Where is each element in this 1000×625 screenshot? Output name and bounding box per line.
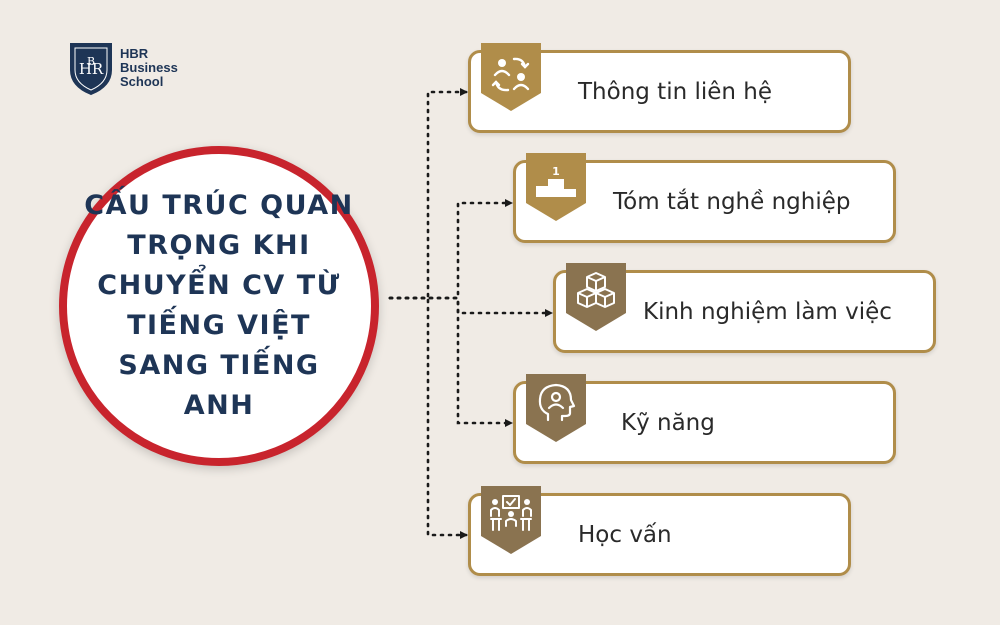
cubes-icon bbox=[577, 272, 615, 308]
item-label: Thông tin liên hệ bbox=[578, 78, 773, 105]
badge-ribbon bbox=[481, 43, 541, 113]
item-label: Học vấn bbox=[578, 521, 672, 548]
item-card-career-summary: 1 Tóm tắt nghề nghiệp bbox=[513, 153, 896, 243]
brand-logo: HR B HBR Business School bbox=[68, 40, 178, 96]
central-topic-circle: CẤU TRÚC QUAN TRỌNG KHI CHUYỂN CV TỪ TIẾ… bbox=[59, 146, 379, 466]
badge-ribbon bbox=[526, 374, 586, 444]
badge-ribbon bbox=[566, 263, 626, 333]
logo-line-3: School bbox=[120, 74, 164, 89]
central-title: CẤU TRÚC QUAN TRỌNG KHI CHUYỂN CV TỪ TIẾ… bbox=[84, 190, 354, 421]
connector-2 bbox=[388, 199, 513, 300]
shield-logo-icon: HR B bbox=[70, 43, 112, 96]
item-card-skills: Kỹ năng bbox=[513, 374, 896, 464]
item-card-work-experience: Kinh nghiệm làm việc bbox=[553, 263, 936, 353]
logo-text: HBR Business School bbox=[120, 47, 178, 89]
connector-4 bbox=[388, 296, 513, 427]
connector-1 bbox=[388, 88, 468, 300]
connector-5 bbox=[388, 296, 468, 539]
logo-line-2: Business bbox=[120, 60, 178, 75]
svg-text:B: B bbox=[87, 55, 95, 68]
item-card-contact-info: Thông tin liên hệ bbox=[468, 43, 851, 133]
podium-icon: 1 bbox=[536, 165, 576, 197]
item-card-education: Học vấn bbox=[468, 486, 851, 576]
svg-text:1: 1 bbox=[552, 165, 560, 178]
head-person-icon bbox=[538, 383, 576, 422]
logo-line-1: HBR bbox=[120, 46, 149, 61]
item-label: Kỹ năng bbox=[621, 409, 715, 436]
item-label: Tóm tắt nghề nghiệp bbox=[613, 188, 851, 215]
item-label: Kinh nghiệm làm việc bbox=[643, 298, 892, 325]
svg-text:HR: HR bbox=[79, 60, 104, 78]
badge-ribbon bbox=[481, 486, 541, 556]
connector-3 bbox=[388, 296, 553, 317]
badge-ribbon: 1 bbox=[526, 153, 586, 223]
contact-exchange-icon bbox=[491, 57, 530, 92]
team-presentation-icon bbox=[490, 495, 532, 531]
